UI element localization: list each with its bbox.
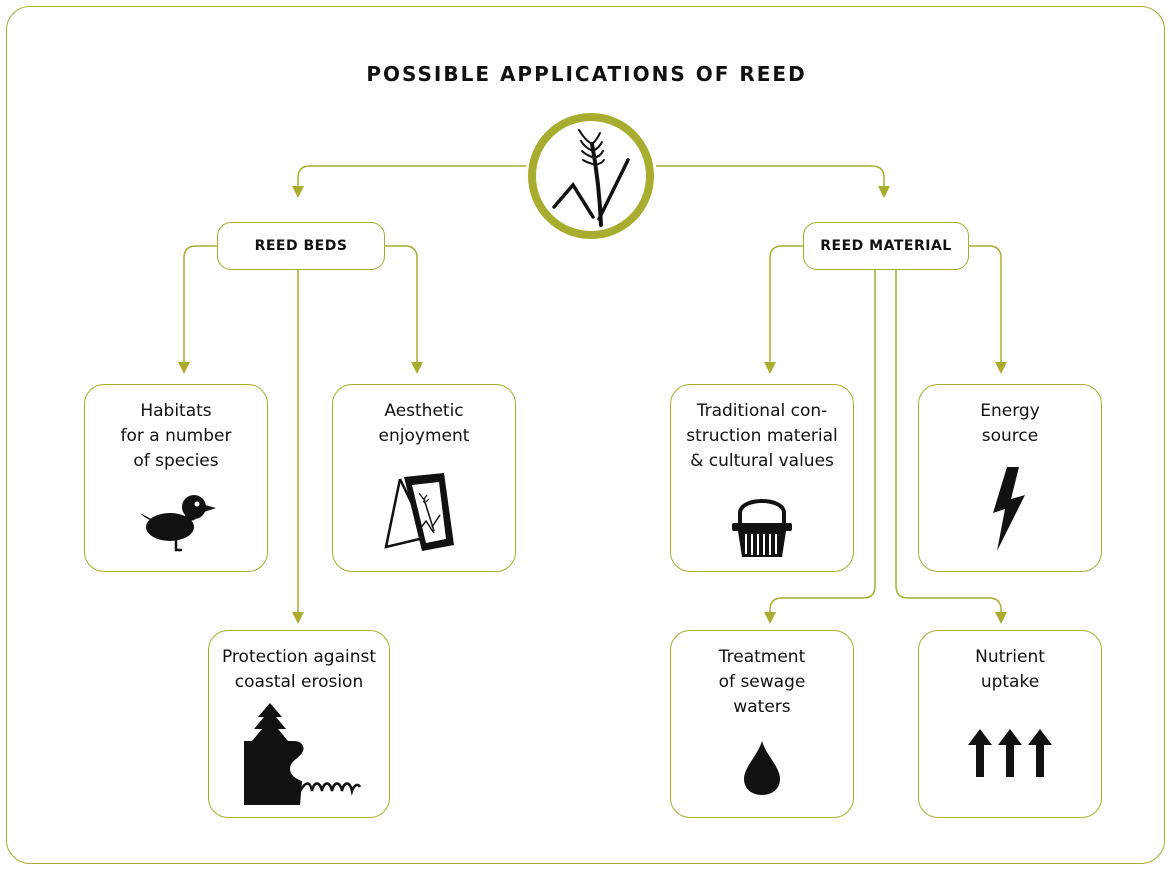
diagram-frame	[6, 6, 1165, 864]
node-label: Habitats for a number of species	[120, 401, 232, 471]
connector-to-energy	[969, 245, 1007, 374]
duck-icon	[140, 495, 216, 552]
node-label: Aesthetic enjoyment	[378, 401, 470, 446]
node-traditional: Traditional con- struction material & cu…	[670, 384, 854, 572]
connector-center-to-reed-beds	[292, 165, 526, 198]
connector-to-traditional	[764, 245, 803, 374]
branch-label: REED BEDS	[254, 238, 348, 254]
connector-to-habitats	[178, 245, 217, 374]
branch-reed-beds: REED BEDS	[217, 222, 385, 270]
basket-icon	[732, 499, 792, 557]
connector-to-nutrient	[895, 270, 1007, 624]
node-label: Energy source	[980, 401, 1040, 446]
coast-erosion-icon	[244, 703, 362, 805]
three-up-arrows-icon	[968, 729, 1052, 777]
easel-painting-icon	[384, 473, 454, 551]
branch-reed-material: REED MATERIAL	[803, 222, 969, 270]
node-protection: Protection against coastal erosion	[208, 630, 390, 818]
connector-to-aesthetic	[385, 245, 423, 374]
branch-label: REED MATERIAL	[820, 238, 952, 254]
reed-plant-icon	[528, 113, 654, 239]
node-habitats: Habitats for a number of species	[84, 384, 268, 572]
node-energy: Energy source	[918, 384, 1102, 572]
node-nutrient: Nutrient uptake	[918, 630, 1102, 818]
node-label: Traditional con- struction material & cu…	[686, 401, 838, 471]
diagram-title: POSSIBLE APPLICATIONS OF REED	[366, 62, 807, 86]
node-label: Treatment of sewage waters	[718, 647, 806, 717]
lightning-icon	[993, 467, 1025, 551]
node-aesthetic: Aesthetic enjoyment	[332, 384, 516, 572]
node-label: Protection against coastal erosion	[221, 647, 377, 692]
node-label: Nutrient uptake	[975, 647, 1045, 692]
water-drop-icon	[744, 741, 780, 795]
node-treatment: Treatment of sewage waters	[670, 630, 854, 818]
connector-to-treatment	[764, 270, 876, 624]
connector-center-to-reed-material	[656, 165, 890, 198]
